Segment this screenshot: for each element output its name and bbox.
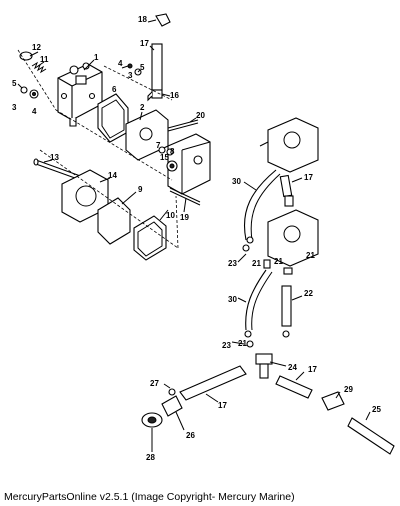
callout-12: 12	[32, 43, 41, 52]
hose-part-17-upper	[279, 174, 294, 207]
callout-7: 7	[156, 141, 161, 150]
lower-bracket-parts-13-14	[33, 158, 109, 223]
callout-24: 24	[288, 363, 297, 372]
callout-21-a: 21	[252, 259, 261, 268]
copyright-caption: MercuryPartsOnline v2.5.1 (Image Copyrig…	[4, 491, 295, 503]
callout-30-upper: 30	[232, 177, 241, 186]
callout-4b: 4	[118, 59, 123, 68]
hose-part-30-lower	[245, 269, 273, 331]
callout-17-right: 17	[308, 365, 317, 374]
callout-1: 1	[94, 53, 99, 62]
bolt-parts-19-20	[167, 119, 201, 206]
callout-28: 28	[146, 453, 155, 462]
fitting-parts-7-8-15	[158, 146, 178, 172]
spring-part-11	[31, 61, 47, 74]
leader-lines	[17, 19, 371, 452]
fuel-pump-body	[57, 62, 103, 127]
callout-14: 14	[108, 171, 117, 180]
hose-part-17-left	[179, 365, 247, 401]
callout-17-top: 17	[140, 39, 149, 48]
callout-21-b: 21	[274, 257, 283, 266]
tee-fitting-part-24	[255, 353, 273, 379]
callout-23-lower: 23	[222, 341, 231, 350]
callout-8: 8	[170, 147, 175, 156]
callout-10: 10	[166, 211, 175, 220]
gaskets-parts-9-10	[97, 197, 167, 261]
check-valve-parts-3-4-5	[20, 86, 39, 99]
callout-21-c: 21	[306, 251, 315, 260]
callout-5b: 5	[140, 63, 145, 72]
callout-22: 22	[304, 289, 313, 298]
callout-11: 11	[40, 55, 49, 64]
fittings-parts-21-23	[242, 236, 293, 348]
callout-29: 29	[344, 385, 353, 394]
callout-17-upper: 17	[304, 173, 313, 182]
cap-part-28	[141, 412, 163, 428]
callout-13: 13	[50, 153, 59, 162]
callout-23-upper: 23	[228, 259, 237, 268]
gasket-part-6	[97, 93, 129, 143]
callout-16: 16	[170, 91, 179, 100]
callout-3b: 3	[128, 71, 133, 80]
lower-carburetor	[267, 209, 319, 267]
top-fitting-parts-16-17-18	[127, 13, 171, 102]
assembly-dashed-guides	[17, 49, 179, 249]
callout-3: 3	[12, 103, 17, 112]
callout-2: 2	[140, 103, 145, 112]
upper-carburetor	[259, 117, 319, 173]
hose-part-22	[281, 285, 292, 327]
callout-4: 4	[32, 107, 37, 116]
callout-26: 26	[186, 431, 195, 440]
callout-6: 6	[112, 85, 117, 94]
callout-30-lower: 30	[228, 295, 237, 304]
callout-17-left: 17	[218, 401, 227, 410]
callout-27: 27	[150, 379, 159, 388]
callout-5: 5	[12, 79, 17, 88]
callout-25: 25	[372, 405, 381, 414]
primer-bulb-part-26	[161, 388, 183, 417]
callout-20: 20	[196, 111, 205, 120]
callout-9: 9	[138, 185, 143, 194]
callout-18: 18	[138, 15, 147, 24]
hose-part-30-upper	[243, 169, 281, 241]
callout-21-d: 21	[238, 339, 247, 348]
hose-part-25	[347, 417, 395, 455]
callout-19: 19	[180, 213, 189, 222]
hose-part-17-right	[275, 375, 313, 399]
fitting-part-29	[321, 391, 345, 411]
callout-labels: 1 2 3 4 5 6 7 8 9 10 11 12 13 14 15 16 1…	[12, 15, 381, 462]
pump-cover	[167, 133, 211, 195]
callout-15: 15	[160, 153, 169, 162]
cap-part-12	[19, 51, 33, 61]
